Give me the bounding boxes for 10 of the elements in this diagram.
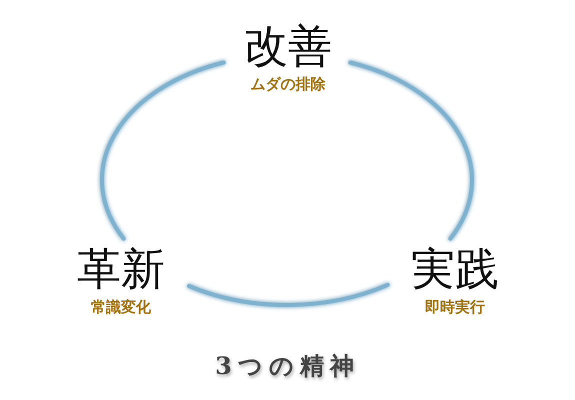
ring-arc <box>187 282 390 307</box>
keyword-subtitle: ムダの排除 <box>250 74 326 94</box>
ring-arc <box>100 60 226 241</box>
keyword-heading: 改善 <box>244 22 332 72</box>
keyword-subtitle: 常識変化 <box>91 297 151 317</box>
keyword-subtitle: 即時実行 <box>425 297 485 317</box>
keyword-heading: 革新 <box>77 245 165 295</box>
ring-arc <box>348 60 474 241</box>
caption: 3つの精神 <box>214 350 361 382</box>
keyword-heading: 実践 <box>411 245 499 295</box>
